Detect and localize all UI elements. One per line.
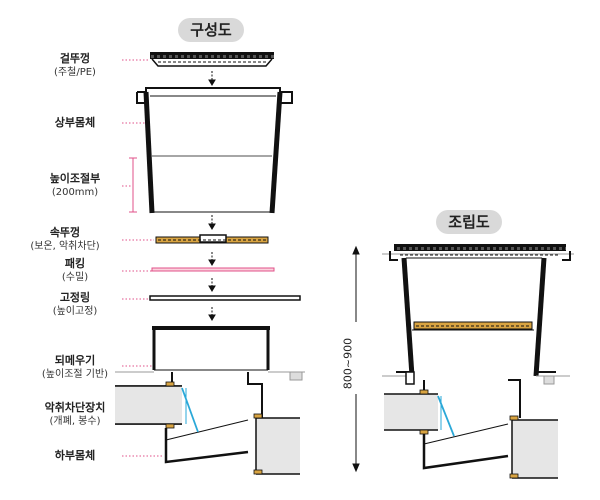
height-adjust-dimension	[129, 157, 137, 213]
label-fixing-ring-main: 고정링	[59, 291, 91, 304]
label-cover-main: 걸뚜껑	[59, 52, 91, 65]
explode-arrows	[208, 71, 216, 321]
label-inner-cover: 속뚜껑 (보온, 악취차단)	[10, 226, 120, 254]
odor-flap-right	[437, 395, 455, 437]
label-backfill-main: 되메우기	[54, 354, 96, 367]
label-height-adjust-sub: (200mm)	[51, 187, 99, 198]
label-odor-device-sub: (개폐, 봉수)	[49, 416, 101, 427]
inner-cover-part	[155, 234, 269, 244]
title-left: 구성도	[178, 18, 244, 42]
cover-part	[150, 52, 274, 67]
label-odor-device-main: 악취차단장치	[44, 401, 106, 414]
upper-body-part	[136, 87, 293, 214]
label-upper-body-main: 상부몸체	[54, 116, 96, 129]
seals-left	[165, 381, 263, 475]
label-cover-sub: (주철/PE)	[54, 67, 96, 78]
label-inner-cover-main: 속뚜껑	[49, 226, 81, 239]
label-backfill-sub: (높이조절 기반)	[41, 369, 109, 380]
label-height-adjust-main: 높이조절부	[49, 172, 101, 185]
label-fixing-ring: 고정링 (높이고정)	[30, 291, 120, 319]
seals-right	[419, 389, 519, 479]
label-backfill: 되메우기 (높이조절 기반)	[25, 354, 125, 382]
label-lower-body: 하부몸체	[30, 449, 120, 463]
title-right: 조립도	[436, 210, 502, 234]
label-packing-sub: (수밀)	[61, 272, 89, 283]
lower-body-left	[115, 326, 305, 475]
height-dimension	[352, 245, 360, 473]
label-odor-device: 악취차단장치 (개폐, 봉수)	[25, 401, 125, 429]
packing-part	[151, 267, 275, 272]
fixing-ring-part	[149, 295, 301, 301]
label-cover: 걸뚜껑 (주철/PE)	[30, 52, 120, 80]
odor-flap-left	[181, 387, 199, 433]
label-upper-body: 상부몸체	[30, 116, 120, 130]
label-inner-cover-sub: (보온, 악취차단)	[30, 241, 100, 252]
label-fixing-ring-sub: (높이고정)	[52, 306, 98, 317]
label-packing: 패킹 (수밀)	[30, 257, 120, 285]
assembly-right	[382, 244, 574, 479]
label-lower-body-main: 하부몸체	[54, 449, 96, 462]
label-packing-main: 패킹	[64, 257, 86, 270]
label-height-adjust: 높이조절부 (200mm)	[30, 172, 120, 200]
